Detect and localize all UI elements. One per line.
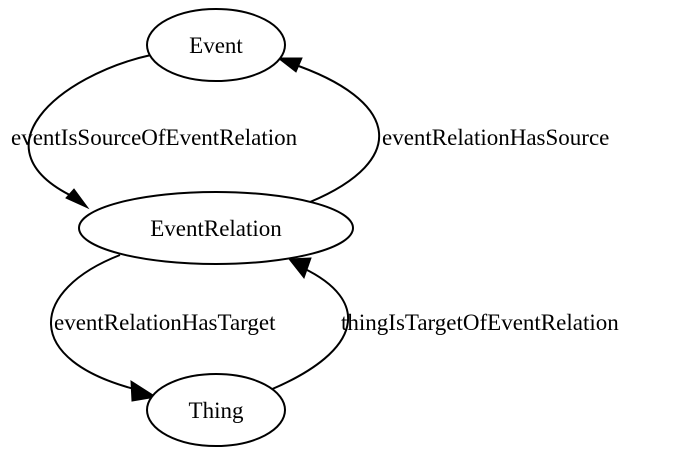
arrowhead-icon xyxy=(288,257,312,280)
edge-path xyxy=(50,254,139,391)
edge-label-thing-is-target-of-event-relation: thingIsTargetOfEventRelation xyxy=(341,310,619,335)
edge-path xyxy=(269,267,350,391)
edge-label-event-is-source-of-event-relation: eventIsSourceOfEventRelation xyxy=(11,125,298,150)
edge-event-relation-has-source: eventRelationHasSource xyxy=(276,57,609,203)
node-thing: Thing xyxy=(146,373,286,447)
node-thing-shape xyxy=(146,373,286,447)
node-thing-label: Thing xyxy=(189,398,244,423)
edge-label-event-relation-has-target: eventRelationHasTarget xyxy=(54,310,276,335)
node-event-relation: EventRelation xyxy=(78,191,354,265)
node-event-relation-label: EventRelation xyxy=(150,216,282,241)
edge-event-relation-has-target: eventRelationHasTarget xyxy=(50,254,276,402)
node-event: Event xyxy=(146,8,286,82)
arrowhead-icon xyxy=(130,380,158,402)
node-event-shape xyxy=(146,8,286,82)
edge-label-event-relation-has-source: eventRelationHasSource xyxy=(382,125,609,150)
edge-event-is-source-of-event-relation: eventIsSourceOfEventRelation xyxy=(11,54,298,210)
edge-path xyxy=(27,54,152,200)
node-event-label: Event xyxy=(189,33,243,58)
edge-thing-is-target-of-event-relation: thingIsTargetOfEventRelation xyxy=(269,257,619,391)
arrowhead-icon xyxy=(65,188,90,210)
edge-path xyxy=(289,62,381,203)
arrowhead-icon xyxy=(276,57,303,73)
node-event-relation-shape xyxy=(78,191,354,265)
